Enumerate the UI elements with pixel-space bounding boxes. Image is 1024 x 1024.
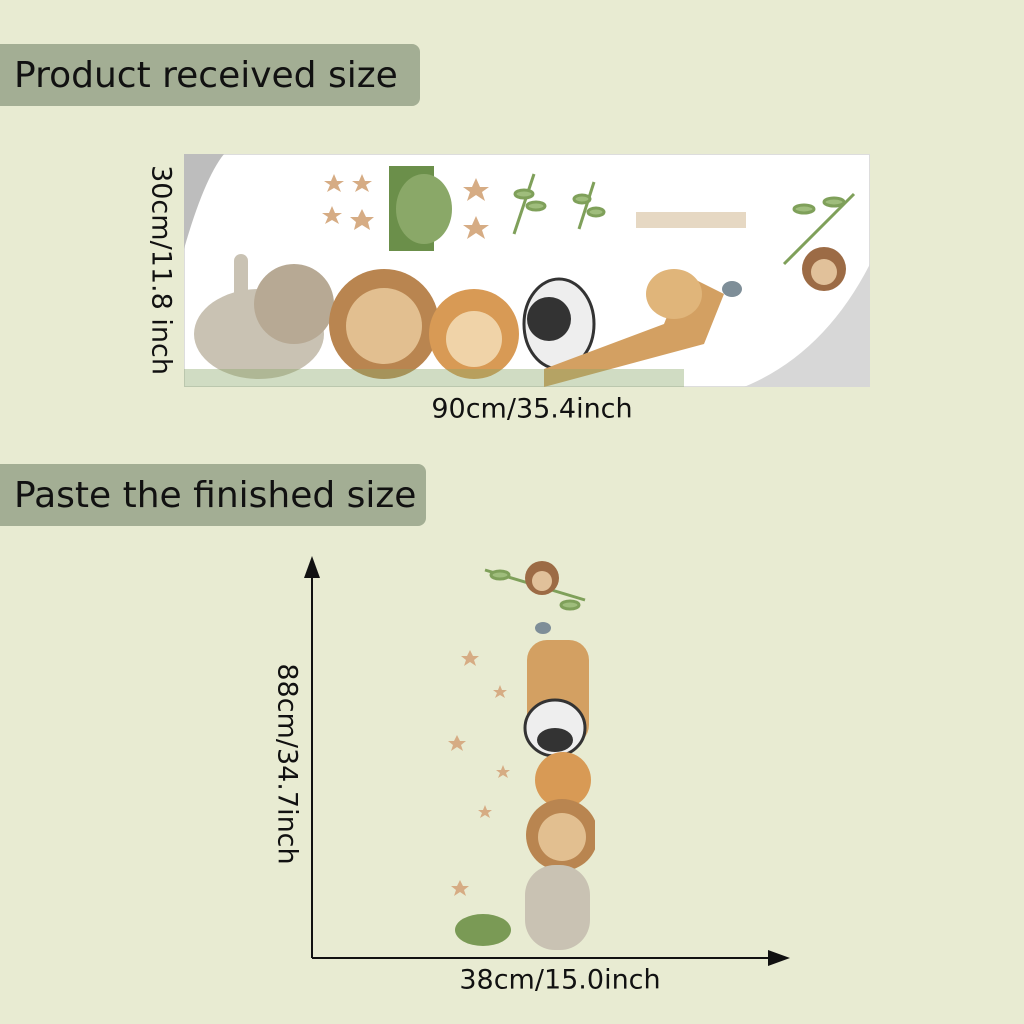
star-icons [448,650,510,896]
sticker-sheet-art [184,154,870,387]
received-size-text: Product received size [14,54,398,96]
animal-row [184,247,846,387]
finished-sticker [445,545,595,950]
mini-animal-strip [636,212,746,228]
received-width-dimension: 90cm/35.4inch [431,393,633,425]
bush-icon [455,914,511,946]
star-icons [322,174,489,239]
peel-corner-bottom-right [744,264,870,387]
finished-size-text: Paste the finished size [14,474,417,516]
finished-size-label: Paste the finished size [0,464,426,526]
finished-width-dimension: 38cm/15.0inch [459,964,661,996]
finished-sticker-art [448,561,595,950]
finished-height-dimension: 88cm/34.7inch [271,663,303,865]
peel-corner-top-left [184,154,224,249]
sticker-sheet [184,154,870,387]
arrow-right-icon [768,950,790,966]
received-size-label: Product received size [0,44,420,106]
arrow-up-icon [304,556,320,578]
